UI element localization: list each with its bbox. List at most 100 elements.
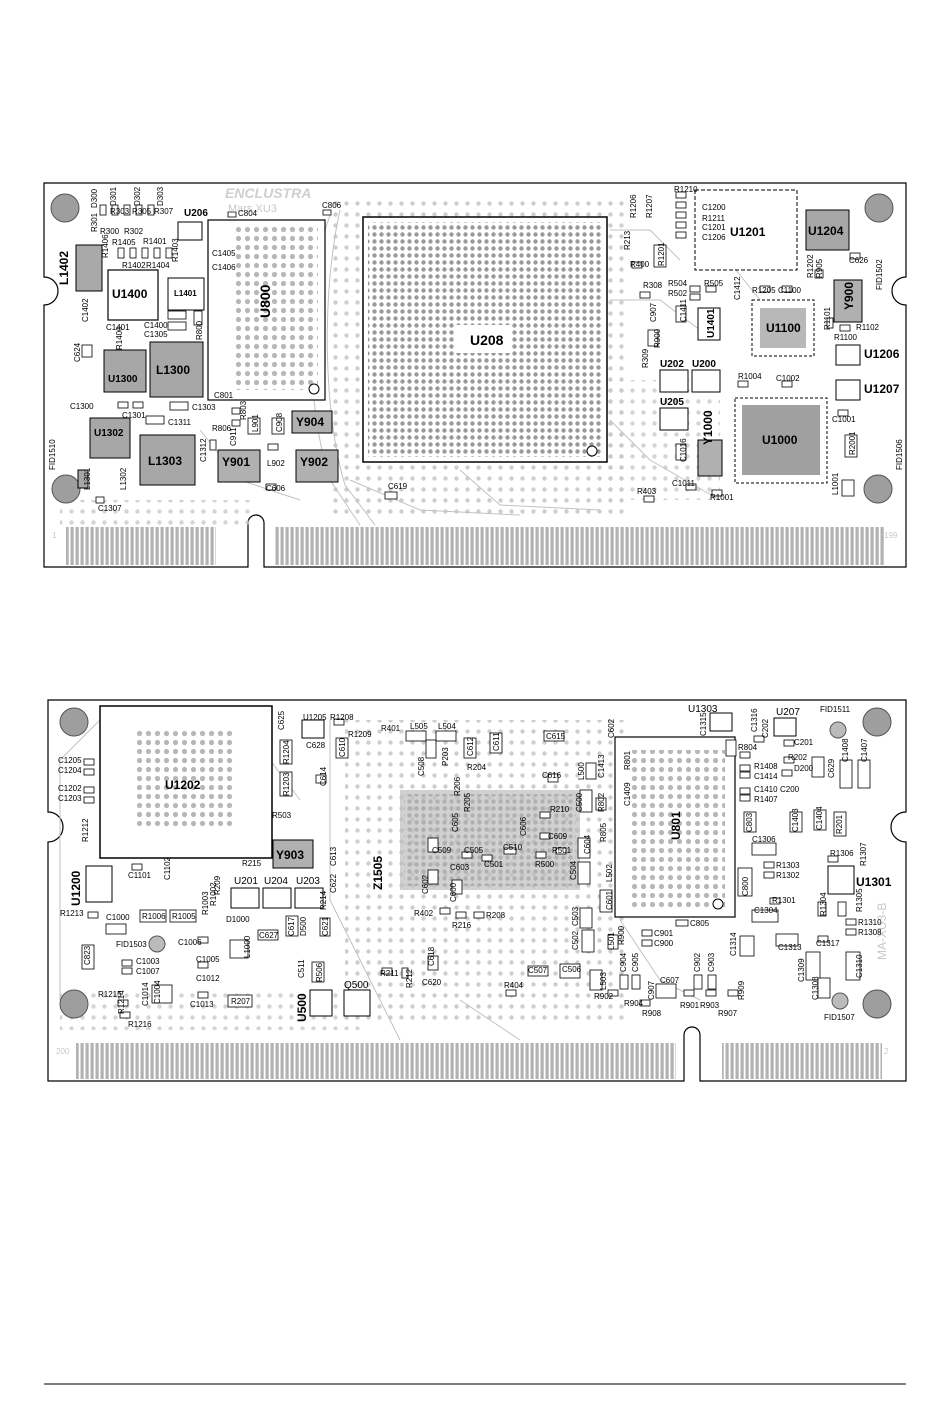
ref-label: R1101 — [823, 306, 832, 330]
ref-label: L501 — [607, 932, 616, 950]
u1400-label: U1400 — [112, 287, 148, 301]
ref-label: C602 — [421, 874, 430, 894]
ref-label: C601 — [605, 890, 614, 910]
ref-label: C202 — [761, 718, 770, 738]
ref-label: L500 — [577, 762, 586, 780]
ref-label: R800 — [195, 320, 204, 340]
ref-label: R904 — [624, 999, 644, 1008]
ref-label: R206 — [453, 776, 462, 796]
product-text: Mars XU3 — [228, 203, 277, 215]
ref-label: R1208 — [330, 713, 354, 722]
ref-label: L505 — [410, 722, 428, 731]
ref-label: C1313 — [778, 943, 802, 952]
ref-label: R401 — [381, 724, 401, 733]
ref-label: C624 — [73, 342, 82, 362]
ref-label: R908 — [642, 1009, 662, 1018]
ref-label: C1203 — [58, 794, 82, 803]
u1401-chip — [697, 307, 721, 341]
ref-label: R504 — [668, 279, 688, 288]
z1505-label: Z1505 — [371, 856, 385, 890]
ref-label: C508 — [417, 756, 426, 776]
ref-label: C903 — [707, 952, 716, 972]
l1303-inductor — [139, 434, 196, 486]
ref-label: R1006 — [142, 912, 166, 921]
y900-crystal — [833, 279, 863, 323]
ref-label: C201 — [794, 738, 814, 747]
ref-label: R309 — [641, 348, 650, 368]
u1201-chip — [694, 189, 798, 271]
ref-label: R1304 — [819, 892, 828, 916]
u1204-chip — [805, 209, 850, 251]
ref-label: R1307 — [859, 842, 868, 866]
ref-label: R1213 — [60, 909, 84, 918]
u801-label: U801 — [669, 811, 683, 840]
ref-label: C1005 — [196, 955, 220, 964]
ref-label: C1406 — [212, 263, 236, 272]
top-board: ENCLUSTRA Mars XU3 1 199 U208 U800 U1400… — [43, 182, 907, 568]
u203-label: U203 — [296, 876, 320, 887]
ref-label: C615 — [546, 732, 566, 741]
ref-label: C511 — [297, 959, 306, 978]
ref-label: R909 — [737, 980, 746, 1000]
ref-label: L1001 — [831, 472, 840, 495]
ref-label: R1404 — [146, 261, 170, 270]
ref-label: C1201 — [702, 223, 726, 232]
u200-chip — [691, 369, 721, 393]
u1206-chip — [835, 344, 861, 366]
ref-label: L502 — [605, 864, 614, 882]
ref-label: R1002 — [209, 882, 218, 906]
y903-label: Y903 — [276, 848, 304, 862]
ref-label: C911 — [229, 427, 238, 446]
ref-label: C1307 — [98, 504, 122, 513]
ref-label: R905 — [815, 258, 824, 278]
l1303-label: L1303 — [148, 454, 182, 468]
edge-connector-left — [66, 527, 216, 565]
ref-label: C908 — [275, 412, 284, 432]
u1302-chip — [89, 417, 131, 459]
ref-label: C509 — [432, 846, 452, 855]
ref-label: C1012 — [196, 974, 220, 983]
l1401-inductor — [167, 277, 205, 311]
ref-label: D303 — [156, 186, 165, 206]
ref-label: R213 — [623, 230, 632, 250]
fid-label: FID1503 — [116, 940, 147, 949]
ref-label: C1007 — [136, 967, 160, 976]
ref-label: R1400 — [115, 326, 124, 350]
y904-label: Y904 — [296, 415, 324, 429]
ref-label: R209 — [213, 875, 222, 895]
u800-label: U800 — [257, 284, 273, 318]
l1401-label: L1401 — [174, 289, 197, 298]
ref-label: R506 — [315, 962, 324, 982]
l1300-inductor — [149, 341, 204, 398]
ref-label: C1414 — [754, 772, 778, 781]
ref-label: D302 — [133, 186, 142, 206]
ref-label: C605 — [451, 812, 460, 832]
ref-label: C806 — [322, 201, 342, 210]
y1000-crystal — [697, 439, 723, 477]
ref-label: C1405 — [212, 249, 236, 258]
bottom-board: 200 2 MA-XU3-B U1202 U801 Z1505 U1200 U1… — [47, 699, 907, 1082]
ref-label: C627 — [259, 931, 279, 940]
ref-label: R803 — [239, 400, 248, 420]
ref-label: C500 — [575, 792, 584, 812]
ref-label: R1209 — [348, 730, 372, 739]
fid-label: FID1511 — [820, 705, 851, 714]
ref-label: R1302 — [776, 871, 800, 880]
ref-label: C804 — [238, 209, 258, 218]
ref-label: FID1510 — [48, 439, 57, 470]
ref-label: L902 — [267, 459, 285, 468]
ref-label: R901 — [680, 1001, 700, 1010]
ref-label: R900 — [653, 328, 662, 348]
ref-label: C1101 — [128, 871, 152, 880]
ref-label: R1216 — [128, 1020, 152, 1029]
ref-label: R1403 — [171, 238, 180, 262]
ref-label: R208 — [486, 911, 506, 920]
ref-label: R500 — [535, 860, 555, 869]
u1202-label: U1202 — [165, 778, 201, 792]
ref-label: R1204 — [282, 740, 291, 764]
y902-label: Y902 — [300, 455, 328, 469]
y1000-label: Y1000 — [701, 410, 715, 445]
ref-label: R1305 — [855, 888, 864, 912]
ref-label: R1306 — [830, 849, 854, 858]
edge-connector-left-b — [76, 1043, 676, 1079]
